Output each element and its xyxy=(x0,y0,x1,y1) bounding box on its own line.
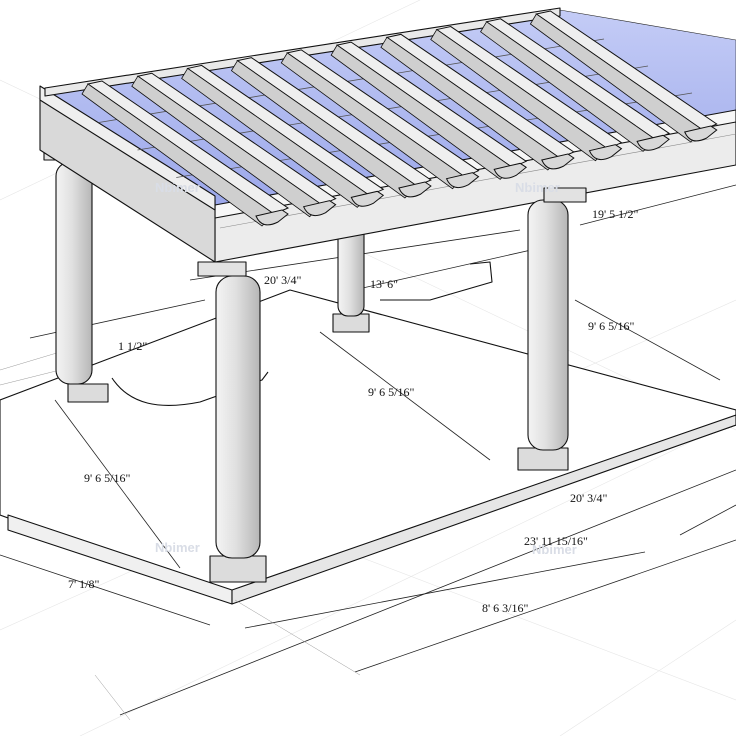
rafter-tail xyxy=(636,134,670,151)
rafter-tail xyxy=(541,153,575,170)
dim-overall-length: 23' 11 15/16" xyxy=(524,534,588,548)
rafter-side xyxy=(181,67,370,208)
rafter-side xyxy=(330,44,513,180)
watermark-top-right: Nbimer xyxy=(515,180,560,195)
dim-top-right-length: 19' 5 1/2" xyxy=(592,207,638,221)
rafter-tail xyxy=(684,125,718,142)
watermarks: Nbimer Nbimer Nbimer Nbimer xyxy=(155,180,577,557)
rafter-side xyxy=(131,75,323,218)
rafter-tail xyxy=(493,162,528,179)
rafter-side xyxy=(280,52,466,190)
rafter-side xyxy=(380,36,561,171)
column-front-right xyxy=(517,187,587,471)
rafter-tail xyxy=(302,200,337,217)
rafter-side xyxy=(430,28,609,162)
ground-slab xyxy=(0,261,736,605)
dim-front-width: 20' 3/4" xyxy=(570,491,607,505)
dim-left-partial: 1 1/2" xyxy=(118,339,147,353)
dim-inner-width: 20' 3/4" xyxy=(264,273,301,287)
rafter-tail xyxy=(445,172,480,189)
rafters xyxy=(81,10,718,227)
rafter-tail xyxy=(255,209,289,226)
dim-front-overhang: 7' 1/8" xyxy=(68,577,99,591)
rafter-tail xyxy=(350,190,385,207)
rafter-side xyxy=(81,83,275,227)
dim-right-column-height: 9' 6 5/16" xyxy=(588,319,634,333)
dim-inner-depth: 13' 6" xyxy=(370,277,398,291)
rafter-side xyxy=(480,21,656,152)
rafter-side xyxy=(230,60,418,199)
dim-front-depth: 8' 6 3/16" xyxy=(482,601,528,615)
watermark-top-left: Nbimer xyxy=(155,180,200,195)
watermark-bottom-right: Nbimer xyxy=(532,542,577,557)
dimension-lines xyxy=(0,184,736,721)
column-front-left xyxy=(197,261,267,583)
dim-left-column-height: 9' 6 5/16" xyxy=(84,471,130,485)
rafter-side xyxy=(529,13,704,143)
rafter-tail xyxy=(398,181,432,198)
dim-center-column-height: 9' 6 5/16" xyxy=(368,385,414,399)
watermark-bottom-left: Nbimer xyxy=(155,540,200,555)
rafter-tail xyxy=(588,144,623,161)
dimension-labels: 19' 5 1/2" 20' 3/4" 13' 6" 9' 6 5/16" 1 … xyxy=(68,207,638,615)
column-back-center xyxy=(332,219,370,333)
